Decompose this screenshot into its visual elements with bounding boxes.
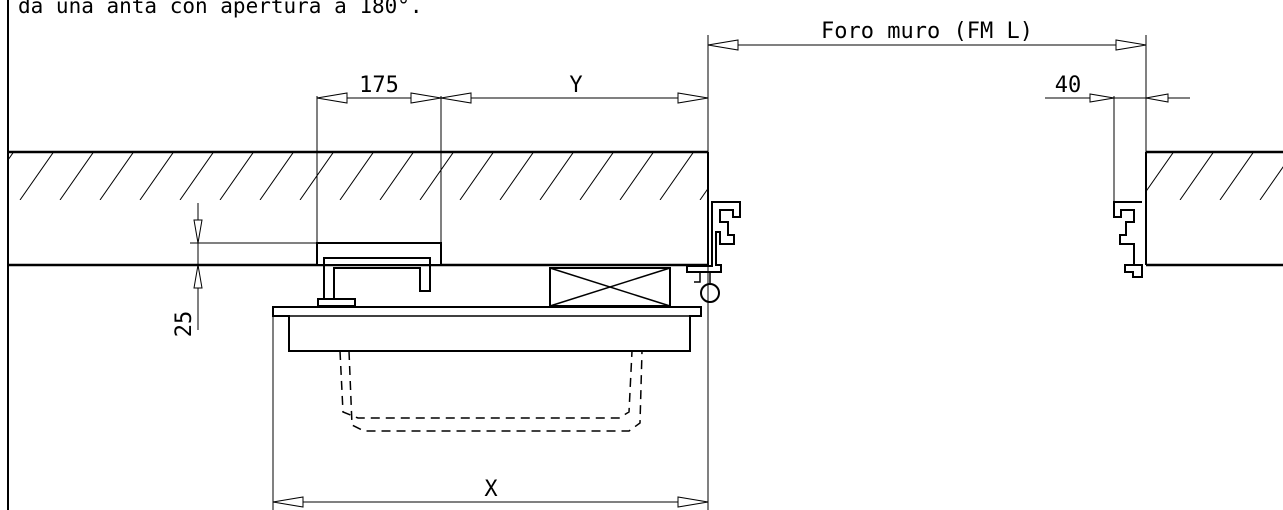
crossed-box: [549, 267, 671, 307]
right-wall: [1145, 150, 1283, 267]
label-wall-opening: Foro muro (FM L): [821, 19, 1033, 44]
label-y-dimension: Y: [569, 73, 582, 98]
dimension-handle-and-y: 175 Y: [316, 73, 709, 104]
right-track-profile: [1113, 96, 1143, 278]
dimension-recess-depth: 25: [172, 203, 317, 337]
handle-recess: [316, 96, 442, 266]
label-recess-depth: 25: [172, 311, 197, 338]
roller-wheel: [700, 283, 720, 303]
dimension-x: X: [272, 265, 709, 510]
door-open-outline: [339, 350, 643, 432]
caption-text: da una anta con apertura a 180°.: [18, 0, 423, 18]
label-handle-width: 175: [359, 73, 399, 98]
dimension-wall-opening: Foro muro (FM L): [707, 19, 1147, 152]
dimension-track-offset: 40: [1045, 73, 1190, 103]
left-track-profile: [686, 201, 741, 303]
door-leaf: [272, 306, 702, 352]
label-x-dimension: X: [484, 477, 498, 502]
label-track-offset: 40: [1055, 73, 1082, 98]
